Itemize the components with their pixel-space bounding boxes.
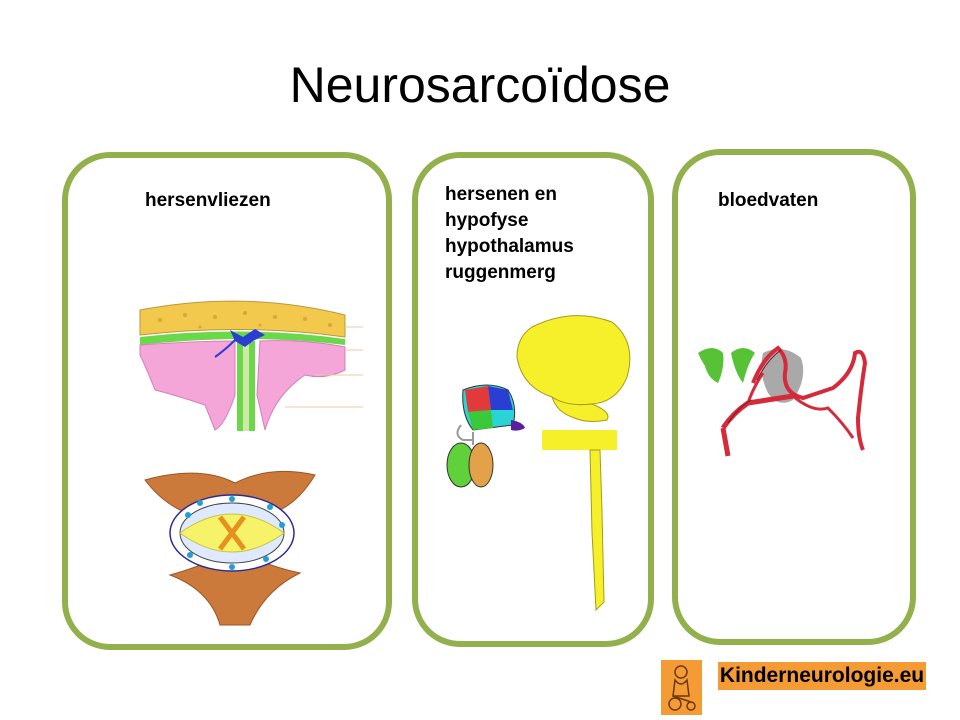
pituitary-illustration — [446, 384, 525, 488]
panel-meninges-label: hersenvliezen — [145, 190, 271, 211]
panel-brain-spinal-label: hersenen en hypofyse hypothalamus ruggen… — [445, 184, 574, 283]
brain-spinal-cord-illustration — [516, 315, 631, 612]
brand-name: Kinderneurologie.eu — [718, 662, 926, 690]
panel-brain-spinal — [412, 152, 654, 647]
meninges-illustration — [139, 300, 363, 431]
brand-logo-icon — [661, 660, 702, 715]
blood-vessels-illustration — [698, 345, 868, 457]
spinal-meninges-illustration — [144, 470, 316, 626]
slide-title: Neurosarcoïdose — [289, 57, 671, 113]
panel-blood-vessels-label: bloedvaten — [718, 190, 819, 211]
